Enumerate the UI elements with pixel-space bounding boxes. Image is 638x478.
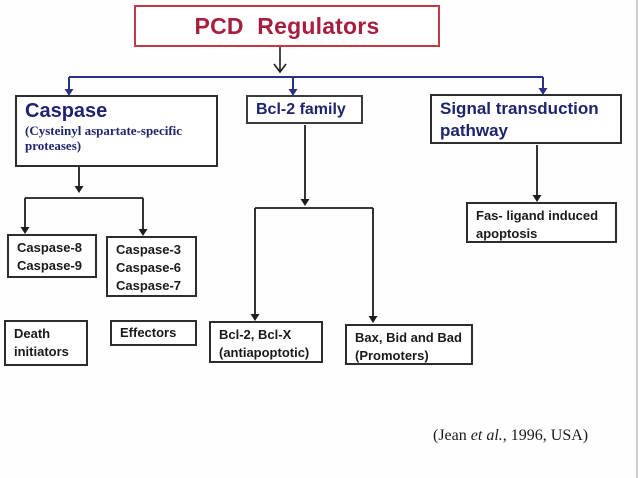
citation-suffix: , 1996, USA) — [502, 427, 589, 444]
node-bcl2-antiapoptotic: Bcl-2, Bcl-X (antiapoptotic) — [209, 321, 323, 363]
citation-prefix: (Jean — [433, 427, 471, 444]
caspase-7-label: Caspase-7 — [116, 278, 182, 293]
antiapoptotic-label: (antiapoptotic) — [219, 345, 310, 360]
caspase-subtitle: (Cysteinyl aspartate-specific proteases) — [25, 123, 183, 153]
slide-edge — [636, 0, 638, 478]
branch-connector — [68, 76, 544, 89]
caspase-9-label: Caspase-9 — [17, 258, 83, 273]
death-initiators-line-1: Death — [14, 326, 51, 341]
node-effectors: Effectors — [110, 320, 197, 346]
node-caspase-8-9: Caspase-8 Caspase-9 — [7, 234, 97, 278]
node-caspase-3-6-7: Caspase-3 Caspase-6 Caspase-7 — [106, 236, 197, 297]
node-pcd-regulators: PCD Regulators — [134, 5, 440, 47]
page-title: PCD Regulators — [194, 12, 380, 39]
fas-line-2: apoptosis — [476, 226, 538, 241]
death-initiators-line-2: initiators — [14, 344, 69, 359]
bcl2-branch-connector — [254, 125, 374, 316]
citation: (Jean et al., 1996, USA) — [433, 427, 588, 445]
node-caspase: Caspase (Cysteinyl aspartate-specific pr… — [15, 95, 218, 167]
promoters-label: (Promoters) — [355, 348, 429, 363]
node-death-initiators: Death initiators — [4, 320, 88, 366]
signal-transduction-label: Signal transduction pathway — [440, 99, 599, 140]
bcl2-bclx-label: Bcl-2, Bcl-X — [219, 327, 292, 342]
root-arrow — [273, 47, 287, 74]
citation-et-al: et al. — [470, 427, 503, 444]
node-signal-transduction: Signal transduction pathway — [430, 94, 622, 144]
node-bcl2-family: Bcl-2 family — [246, 95, 363, 124]
fas-line-1: Fas- ligand induced — [476, 208, 599, 223]
effectors-label: Effectors — [120, 325, 177, 340]
bcl2-family-label: Bcl-2 family — [256, 100, 346, 118]
caspase-branch-connector — [24, 167, 144, 229]
caspase-3-label: Caspase-3 — [116, 242, 182, 257]
caspase-title: Caspase — [25, 100, 108, 122]
node-bax-promoters: Bax, Bid and Bad (Promoters) — [345, 324, 473, 365]
caspase-8-label: Caspase-8 — [17, 240, 83, 255]
caspase-6-label: Caspase-6 — [116, 260, 182, 275]
node-fas-ligand: Fas- ligand induced apoptosis — [466, 202, 617, 243]
bax-bid-bad-label: Bax, Bid and Bad — [355, 330, 462, 345]
